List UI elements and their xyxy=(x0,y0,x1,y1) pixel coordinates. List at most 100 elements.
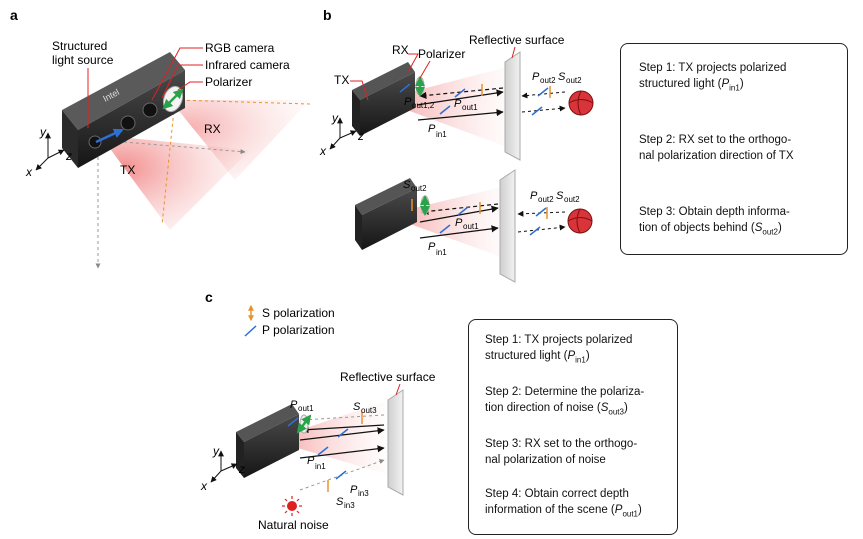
axes-b: y z x xyxy=(319,111,364,158)
b-bot-ball xyxy=(567,208,593,234)
b-step-2-line1: Step 2: RX set to the orthogo- xyxy=(639,134,792,146)
b-top-ray-pin xyxy=(416,89,504,106)
b-top-camera xyxy=(352,62,415,136)
depth-camera: Intel xyxy=(62,52,185,168)
c-label-reflective-surface: Reflective surface xyxy=(340,370,436,384)
axis-a-z: z xyxy=(65,149,72,163)
b-top-pout12: P xyxy=(404,96,412,108)
c-pin1-sub: in1 xyxy=(315,462,326,471)
label-infrared-camera: Infrared camera xyxy=(205,58,290,72)
panel-a-letter: a xyxy=(10,7,18,23)
b-top-pout2: P xyxy=(532,71,540,83)
leader-polarizer xyxy=(177,81,203,91)
b-top-pin1-sub: in1 xyxy=(436,130,447,139)
natural-noise-sun-icon xyxy=(282,496,302,516)
b-top-ray-to-ball xyxy=(521,105,566,113)
b-top-reflective-surface xyxy=(504,51,521,161)
label-tx: TX xyxy=(120,163,135,177)
label-rgb-camera: RGB camera xyxy=(205,41,275,55)
b-top-leader-tx xyxy=(350,80,369,101)
b-top-ball xyxy=(568,90,594,116)
axis-b-z: z xyxy=(357,129,364,143)
b-step-3-line1: Step 3: Obtain depth informa- xyxy=(639,206,790,218)
b-top-label-rx: RX xyxy=(392,43,409,57)
b-top-pout12-sub: out1,2 xyxy=(412,101,435,110)
axis-a-x: x xyxy=(25,165,33,179)
b-bot-ball-seams xyxy=(567,208,593,234)
label-polarizer: Polarizer xyxy=(205,75,252,89)
c-ray-pout1 xyxy=(301,424,385,434)
rx-beam xyxy=(170,100,310,180)
b-bot-p-mark-3 xyxy=(535,207,547,217)
b-top-p-mark-2 xyxy=(454,88,466,98)
rx-ray-right xyxy=(174,99,311,105)
panel-b-letter: b xyxy=(323,7,332,23)
tx-beam xyxy=(100,135,250,230)
label-rx: RX xyxy=(204,122,221,136)
b-bot-ray-to-ball xyxy=(517,224,566,233)
b-top-leader-polarizer xyxy=(419,60,431,79)
c-sin3-sub: in3 xyxy=(344,501,355,510)
axis-c-x: x xyxy=(200,479,208,493)
b-top-p-mark-4 xyxy=(537,87,549,97)
b-top-label-reflective-surface: Reflective surface xyxy=(469,33,565,47)
c-polarizer-arrow xyxy=(296,414,312,434)
b-step-2: Step 2: RX set to the orthogo- nal polar… xyxy=(639,132,794,164)
c-reflective-surface xyxy=(387,389,404,496)
c-ray-sout3 xyxy=(301,414,385,423)
b-top-pin1: P xyxy=(428,123,436,135)
b-top-p-mark-5 xyxy=(531,106,543,116)
c-step-1-line2: structured light (Pin1) xyxy=(485,350,590,365)
c-step-1: Step 1: TX projects polarized structured… xyxy=(485,332,632,368)
c-p-mark-4 xyxy=(335,470,347,480)
b-top-sout2-sub: out2 xyxy=(566,76,582,85)
b-bot-pout1-sub: out1 xyxy=(463,222,479,231)
b-top-p-mark-1 xyxy=(399,83,411,93)
panel-c-steps-box: Step 1: TX projects polarized structured… xyxy=(468,319,678,535)
leader-rgb-camera xyxy=(151,47,203,101)
axis-b-y: y xyxy=(331,111,339,125)
c-step-2-line2: tion direction of noise (Sout3) xyxy=(485,402,628,417)
c-step-4-line2: information of the scene (Pout1) xyxy=(485,504,642,519)
c-p-mark-2 xyxy=(337,428,349,438)
panel-c-letter: c xyxy=(205,289,213,305)
c-step-4-line1: Step 4: Obtain correct depth xyxy=(485,488,629,500)
b-bot-sout2-right: S xyxy=(556,190,564,202)
axis-c-y: y xyxy=(212,444,220,458)
b-top-label-polarizer: Polarizer xyxy=(418,47,465,61)
legend-s-label: S polarization xyxy=(262,306,335,320)
legend-p-label: P polarization xyxy=(262,323,335,337)
c-pout1: P xyxy=(290,399,298,411)
b-bot-sout2-sub: out2 xyxy=(411,184,427,193)
b-top-pout1-sub: out1 xyxy=(462,103,478,112)
c-step-3: Step 3: RX set to the orthogo- nal polar… xyxy=(485,436,637,468)
c-sin3: S xyxy=(336,496,344,508)
c-pin3-sub: in3 xyxy=(358,489,369,498)
b-bot-beam xyxy=(385,185,510,260)
axis-b-x: x xyxy=(319,144,327,158)
panel-b-steps-box: Step 1: TX projects polarized structured… xyxy=(620,43,848,255)
label-structured-light-1: Structured xyxy=(52,39,107,53)
b-top-pout2-sub: out2 xyxy=(540,76,556,85)
c-pout1-sub: out1 xyxy=(298,404,314,413)
c-p-mark-1 xyxy=(287,417,299,427)
legend-p-icon xyxy=(244,325,257,337)
c-step-2-line1: Step 2: Determine the polariza- xyxy=(485,386,645,398)
b-top-ray-sout2 xyxy=(521,91,566,99)
b-bot-camera xyxy=(355,178,417,250)
b-top-label-tx: TX xyxy=(334,73,349,87)
c-camera xyxy=(236,404,299,478)
panel-b: b RX Polarizer TX Reflective surface xyxy=(319,7,594,283)
b-bot-ray-pin-lower xyxy=(419,225,499,239)
c-step-3-line1: Step 3: RX set to the orthogo- xyxy=(485,438,638,450)
c-step-4: Step 4: Obtain correct depth information… xyxy=(485,486,642,522)
c-step-1-line1: Step 1: TX projects polarized xyxy=(485,334,633,346)
b-top-leader-surface xyxy=(511,46,516,59)
b-bot-ray-sout2 xyxy=(517,210,566,217)
rx-ray-down xyxy=(161,99,176,226)
b-top-sout2: S xyxy=(558,71,566,83)
c-step-2: Step 2: Determine the polariza- tion dir… xyxy=(485,384,644,420)
tx-polarization-arrow xyxy=(95,128,124,144)
b-bot-pout2-sub: out2 xyxy=(538,195,554,204)
